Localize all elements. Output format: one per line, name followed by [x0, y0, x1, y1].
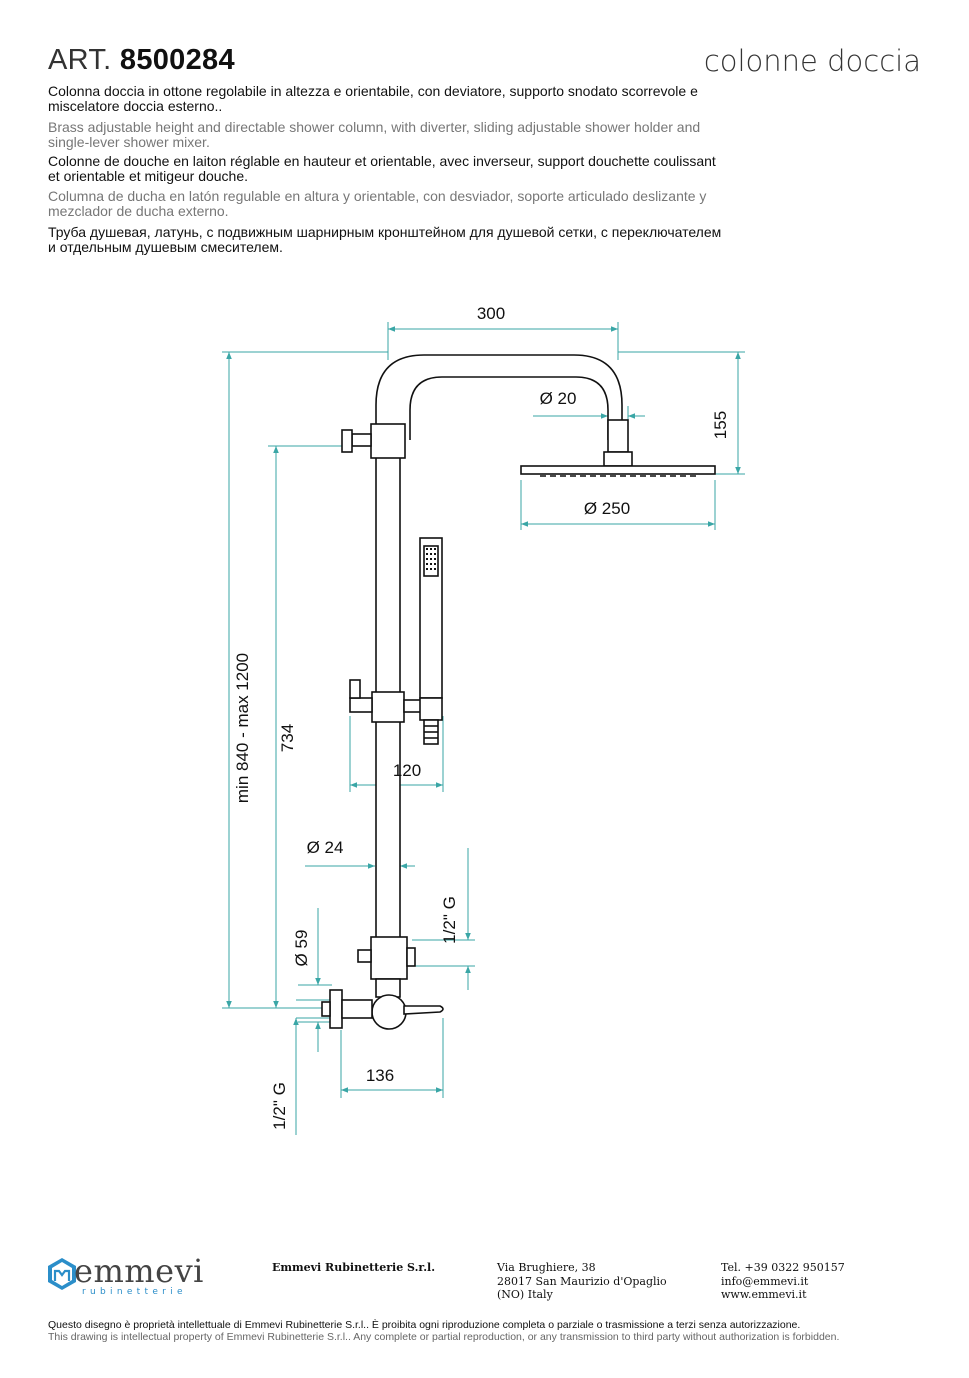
logo-wordmark: emmevi [74, 1252, 204, 1290]
dim-diameter-arm: Ø 20 [540, 389, 577, 408]
description-ru: Труба душевая, латунь, с подвижным шарни… [48, 224, 722, 255]
art-number: 8500284 [119, 44, 235, 76]
dim-diameter-tube: Ø 24 [307, 838, 344, 857]
address-line: Via Brughiere, 38 [497, 1261, 596, 1274]
company-address: Via Brughiere, 38 28017 San Maurizio d'O… [497, 1261, 667, 1302]
dim-width-mixer: 136 [366, 1066, 394, 1085]
website-link[interactable]: www.emmevi.it [721, 1288, 807, 1301]
article-title: ART. 8500284 [48, 44, 235, 77]
shower-column-outline [321, 354, 716, 1030]
emmevi-logo-icon [48, 1258, 76, 1290]
category-label: colonne doccia [703, 44, 921, 78]
email-link[interactable]: info@emmevi.it [721, 1274, 809, 1288]
company-contact: Tel. +39 0322 950157 info@emmevi.it www.… [721, 1261, 845, 1302]
description-en: Brass adjustable height and directable s… [48, 119, 701, 150]
art-prefix: ART. [48, 44, 112, 76]
dim-height-head: 155 [711, 411, 730, 439]
legal-notice-en: This drawing is intellectual property of… [48, 1331, 840, 1343]
logo-subtitle: rubinetterie [82, 1287, 187, 1297]
company-name: Emmevi Rubinetterie S.r.l. [272, 1261, 436, 1274]
dim-height-total: min 840 - max 1200 [233, 653, 252, 803]
description-fr: Colonne de douche en laiton réglable en … [48, 153, 716, 184]
address-line: 28017 San Maurizio d'Opaglio [497, 1274, 667, 1288]
dim-diameter-head: Ø 250 [584, 499, 630, 518]
address-line: (NO) Italy [497, 1288, 553, 1301]
dim-height-slide: 734 [278, 724, 297, 752]
dim-thread-outlet: 1/2" G [440, 896, 459, 944]
dim-width-top: 300 [477, 304, 505, 323]
dim-diameter-mixer: Ø 59 [292, 930, 311, 967]
description-es: Columna de ducha en latón regulable en a… [48, 188, 707, 219]
phone-number: Tel. +39 0322 950157 [721, 1261, 845, 1274]
dim-offset-holder: 120 [393, 761, 421, 780]
dimension-lines [222, 322, 745, 1135]
legal-notice-it: Questo disegno è proprietà intellettuale… [48, 1319, 801, 1331]
dim-thread-inlet: 1/2" G [270, 1082, 289, 1130]
description-it: Colonna doccia in ottone regolabile in a… [48, 83, 698, 114]
hand-shower-nozzles [426, 548, 436, 570]
